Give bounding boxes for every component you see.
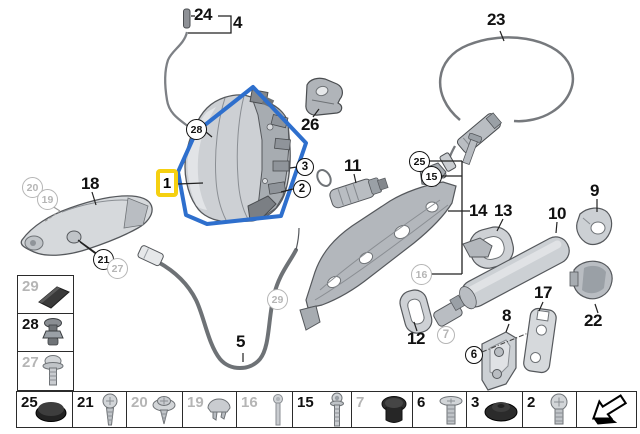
washer-screw-icon	[42, 355, 64, 386]
part-label-9[interactable]: 9	[590, 181, 599, 200]
fastener-cell-29[interactable]: 29	[17, 275, 74, 314]
part-label-24[interactable]: 24	[194, 5, 212, 24]
part-label-5[interactable]: 5	[236, 332, 245, 351]
callout-3[interactable]: 3	[296, 158, 314, 176]
fastener-cell-6[interactable]: 6	[413, 391, 467, 428]
part-label-22[interactable]: 22	[584, 311, 602, 330]
expanding-rivet-icon	[42, 317, 64, 345]
part-label-13[interactable]: 13	[494, 201, 512, 220]
callout-15[interactable]: 15	[421, 166, 442, 187]
callout-2[interactable]: 2	[293, 180, 311, 198]
black-grommet-icon	[484, 401, 518, 421]
adhesive-pad-icon	[38, 285, 70, 309]
callout-29[interactable]: 29	[267, 289, 288, 310]
callout-6[interactable]: 6	[465, 346, 483, 364]
part-label-11[interactable]: 11	[344, 156, 361, 175]
fastener-cell-7[interactable]: 7	[352, 391, 413, 428]
part-label-14[interactable]: 14	[469, 201, 487, 220]
part-label-8[interactable]: 8	[502, 306, 511, 325]
fastener-cell-19[interactable]: 19	[183, 391, 237, 428]
plug-cap-icon	[207, 398, 231, 421]
callout-7[interactable]: 7	[437, 326, 455, 344]
highlighted-part-number[interactable]: 1	[156, 169, 178, 197]
washer-screw-icon	[152, 395, 176, 424]
fastener-cell-3[interactable]: 3	[467, 391, 523, 428]
callout-27[interactable]: 27	[107, 258, 128, 279]
part-label-12[interactable]: 12	[407, 329, 425, 348]
part-label-26[interactable]: 26	[301, 115, 319, 134]
fastener-cell-21[interactable]: 21	[73, 391, 127, 428]
part-label-10[interactable]: 10	[548, 204, 566, 223]
callout-16[interactable]: 16	[411, 264, 432, 285]
black-plug-icon	[381, 395, 407, 423]
fastener-side-column: 29 28 27	[17, 275, 74, 391]
fastener-cell-15[interactable]: 15	[293, 391, 352, 428]
fastener-cell-25[interactable]: 25	[16, 391, 73, 428]
callout-19[interactable]: 19	[37, 189, 58, 210]
pan-screw-icon	[550, 393, 568, 424]
countersunk-screw-icon	[439, 395, 463, 424]
part-label-17[interactable]: 17	[534, 283, 552, 302]
part-label-23[interactable]: 23	[487, 10, 505, 29]
long-bolt-icon	[330, 392, 344, 426]
part-label-18[interactable]: 18	[81, 174, 99, 193]
fastener-cell-20[interactable]: 20	[127, 391, 183, 428]
fastener-cell-16[interactable]: 16	[237, 391, 293, 428]
fastener-cell-27[interactable]: 27	[17, 352, 74, 391]
fastener-strip: 25 21 20 19	[16, 391, 637, 428]
long-bolt-icon	[273, 393, 283, 425]
fastener-cell-2[interactable]: 2	[523, 391, 577, 428]
fastener-cell-28[interactable]: 28	[17, 314, 74, 352]
part-label-4[interactable]: 4	[233, 13, 242, 32]
pan-screw-icon	[102, 393, 118, 425]
back-arrow-icon	[591, 393, 628, 424]
black-cap-icon	[35, 401, 67, 422]
callout-28[interactable]: 28	[186, 119, 207, 140]
nav-arrow-button[interactable]	[577, 391, 637, 428]
